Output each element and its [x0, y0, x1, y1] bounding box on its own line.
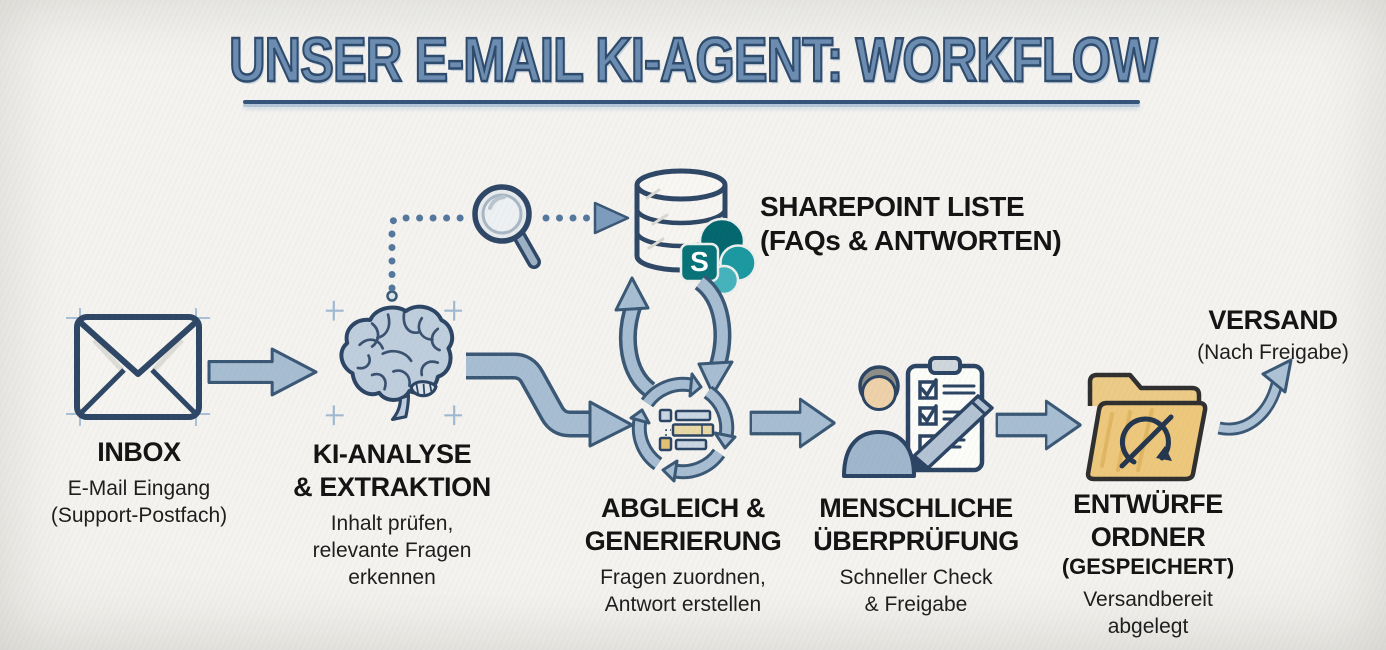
inbox-subtext: E-Mail Eingang (Support-Postfach)	[50, 477, 228, 527]
drafts-note: (GESPEICHERT)	[1061, 554, 1235, 579]
abgleich-label: ABGLEICH & GENERIERUNG	[584, 493, 782, 556]
title-underline	[243, 100, 1140, 104]
envelope-icon	[66, 308, 210, 426]
sharepoint-label: SHAREPOINT LISTE (FAQs & ANTWORTEN)	[760, 191, 1062, 256]
versand-subtext: (Nach Freigabe)	[1197, 341, 1349, 364]
sync-arrows-icon	[629, 372, 737, 483]
person-glyph	[842, 365, 916, 478]
inbox-label: INBOX	[97, 437, 181, 467]
versand-label: VERSAND	[1208, 305, 1338, 335]
exchange-up-arrow	[614, 276, 656, 398]
node-review: MENSCHLICHE ÜBERPRÜFUNG Schneller Check …	[801, 492, 1031, 618]
drafts-subtext: Versandbereit abgelegt	[1083, 588, 1213, 638]
list-match-glyph	[658, 408, 715, 452]
review-label: MENSCHLICHE ÜBERPRÜFUNG	[813, 493, 1019, 556]
flow-arrow-matching-to-review	[749, 397, 836, 449]
send-curved-arrow	[1217, 358, 1293, 436]
exchange-arrows	[614, 274, 734, 398]
brain-icon	[325, 300, 463, 426]
node-drafts: ENTWÜRFE ORDNER (GESPEICHERT) Versandber…	[1033, 488, 1263, 640]
node-abgleich: ABGLEICH & GENERIERUNG Fragen zuordnen, …	[568, 492, 798, 618]
exchange-down-arrow	[694, 274, 734, 396]
no-send-glyph	[1119, 414, 1174, 469]
node-ki-analyse: KI-ANALYSE & EXTRAKTION Inhalt prüfen, r…	[277, 438, 507, 591]
flow-arrow-inbox-to-analysis	[207, 347, 318, 397]
abgleich-subtext: Fragen zuordnen, Antwort erstellen	[600, 566, 766, 616]
person-checklist-icon	[842, 356, 994, 478]
flow-arrow-review-to-drafts	[995, 399, 1082, 451]
node-inbox: INBOX E-Mail Eingang (Support-Postfach)	[24, 436, 254, 529]
drafts-folder-icon	[1085, 372, 1208, 482]
flow-arrow-analysis-to-matching	[466, 352, 634, 448]
node-versand: VERSAND (Nach Freigabe)	[1158, 304, 1386, 366]
search-icon	[472, 184, 541, 269]
sharepoint-logo-letter: S	[690, 246, 709, 277]
ki-analyse-label: KI-ANALYSE & EXTRAKTION	[293, 439, 491, 502]
ki-analyse-subtext: Inhalt prüfen, relevante Fragen erkennen	[312, 512, 472, 589]
drafts-label: ENTWÜRFE ORDNER	[1073, 489, 1223, 552]
review-subtext: Schneller Check & Freigabe	[839, 566, 993, 616]
diagram-title: UNSER E-MAIL KI-AGENT: WORKFLOW	[228, 24, 1159, 96]
dotted-connector	[386, 201, 630, 302]
